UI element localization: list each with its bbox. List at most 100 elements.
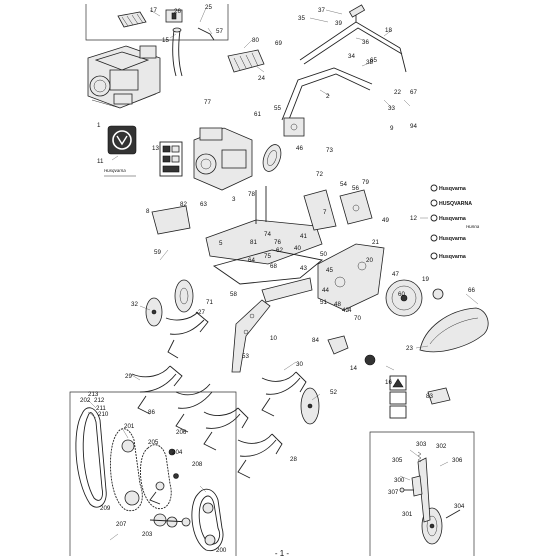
handlebar-grip [348, 4, 366, 18]
air-filter-element-top [117, 11, 147, 28]
hose-pipe [172, 27, 183, 77]
sprocket-assembly [149, 513, 191, 528]
callout-15: 15 [162, 37, 169, 44]
wheel-hub [432, 288, 444, 300]
callout-41: 41 [300, 233, 307, 240]
callout-24: 24 [258, 75, 265, 82]
callout-61: 61 [254, 111, 261, 118]
rear-fender [419, 307, 489, 353]
callout-81: 81 [250, 239, 257, 246]
callout-201: 201 [124, 423, 135, 430]
callout-64: 64 [248, 257, 255, 264]
callout-22: 22 [394, 89, 401, 96]
brand-decal-4: Husqvarna [439, 236, 466, 242]
inset-box-belt-drive [69, 391, 237, 556]
outer-disc-right [300, 387, 320, 425]
tyre-upright [262, 144, 282, 172]
gear-cover [339, 189, 373, 225]
callout-76: 76 [274, 239, 281, 246]
callout-306: 306 [452, 457, 463, 464]
callout-17: 17 [150, 7, 157, 14]
brand-decal-2: HUSQVARNA [439, 201, 472, 207]
tine-set-mid-left [131, 365, 183, 415]
callout-30: 30 [296, 361, 303, 368]
engine-assembly [87, 45, 161, 109]
drive-chain [109, 428, 143, 512]
callout-73: 73 [326, 147, 333, 154]
callout-51: 51 [320, 299, 327, 306]
callout-19: 19 [422, 276, 429, 283]
tensioner-pulley [149, 481, 165, 505]
callout-47: 47 [392, 271, 399, 278]
clip-part [197, 27, 215, 41]
callout-77: 77 [204, 99, 211, 106]
callout-20: 20 [366, 257, 373, 264]
callout-50: 50 [320, 251, 327, 258]
callout-69: 69 [275, 40, 282, 47]
callout-32: 32 [131, 301, 138, 308]
left-bracket [151, 205, 191, 235]
callout-29: 29 [125, 373, 132, 380]
callout-14: 14 [350, 365, 357, 372]
callout-213: 213 [88, 391, 99, 398]
callout-7: 7 [323, 209, 327, 216]
callout-53: 53 [242, 353, 249, 360]
callout-86: 86 [148, 409, 155, 416]
callout-200: 200 [216, 547, 227, 554]
callout-79: 79 [362, 179, 369, 186]
callout-62: 62 [276, 247, 283, 254]
callout-5: 5 [219, 240, 223, 247]
spark-plug-cap [165, 9, 183, 23]
callout-42: 42 [342, 307, 349, 314]
callout-56: 56 [352, 185, 359, 192]
callout-48: 48 [334, 301, 341, 308]
height-adjuster [427, 387, 451, 405]
inset-box-engine-accessories [85, 4, 229, 41]
callout-4: 4 [348, 307, 352, 314]
transmission-chain [140, 444, 172, 510]
callout-28: 28 [290, 456, 297, 463]
lower-belt [191, 488, 224, 552]
callout-72: 72 [316, 171, 323, 178]
callout-65: 65 [370, 57, 377, 64]
brand-decal-set: Husqvarna HUSQVARNA Husqvarna Husqvarna … [430, 184, 480, 260]
callout-307: 307 [388, 489, 399, 496]
callout-52: 52 [330, 389, 337, 396]
callout-74: 74 [264, 231, 271, 238]
callout-13: 13 [152, 145, 159, 152]
tine-set-lower-left [175, 383, 213, 433]
drive-belt [75, 407, 107, 508]
callout-26: 26 [174, 8, 181, 15]
callout-27: 27 [198, 309, 205, 316]
callout-300: 300 [394, 477, 405, 484]
callout-49: 49 [382, 217, 389, 224]
tine-set-upper-left [165, 311, 209, 359]
callout-212: 212 [94, 397, 105, 404]
callout-21: 21 [372, 239, 379, 246]
callout-36: 36 [362, 39, 369, 46]
front-wheel-left [174, 279, 194, 313]
main-frame [205, 186, 324, 303]
callout-16: 16 [385, 379, 392, 386]
clamp-part [327, 335, 349, 355]
husqvarna-logo-decal [107, 125, 137, 155]
callout-25: 25 [205, 4, 212, 11]
handlebar-mount [283, 117, 305, 137]
callout-205: 205 [148, 439, 159, 446]
leader-lines [87, 7, 479, 541]
callout-3: 3 [232, 196, 236, 203]
brand-decal-5: Husqvarna [439, 254, 466, 260]
brand-decal-small: Hunna [466, 224, 480, 229]
callout-71: 71 [206, 299, 213, 306]
gear-housing [317, 243, 385, 311]
callout-68: 68 [270, 263, 277, 270]
callout-66: 66 [468, 287, 475, 294]
callout-60: 60 [398, 291, 405, 298]
callout-38: 38 [366, 59, 373, 66]
tine-set-lower-right [237, 433, 283, 479]
right-bracket [303, 189, 337, 231]
rear-wheel-right [385, 279, 423, 317]
callout-33: 33 [388, 105, 395, 112]
callout-211: 211 [96, 405, 106, 412]
